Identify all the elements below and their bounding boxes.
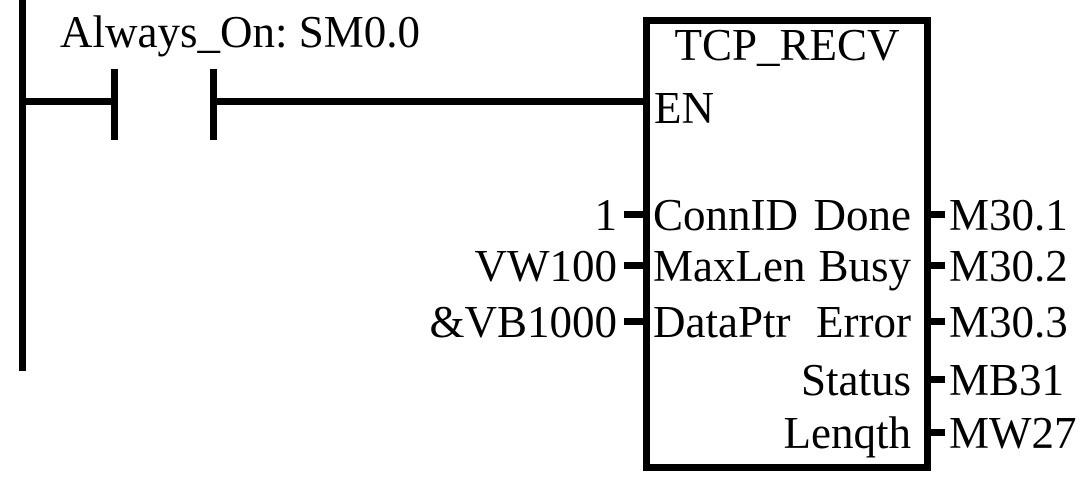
output-value-error[interactable]: M30.3: [949, 297, 1068, 347]
output-stub-status: [924, 376, 945, 383]
input-value-connid[interactable]: 1: [594, 190, 618, 240]
contact-left-bar: [111, 69, 118, 140]
output-param-status: Status: [800, 355, 911, 405]
output-param-lenqth: Lenqth: [783, 408, 911, 458]
rung-wire-left: [19, 98, 111, 105]
output-stub-done: [924, 211, 945, 218]
output-param-done: Done: [813, 190, 911, 240]
output-param-error: Error: [816, 297, 911, 347]
output-stub-error: [924, 318, 945, 325]
block-title: TCP_RECV: [674, 20, 900, 70]
contact-right-bar: [210, 69, 217, 140]
input-stub-maxlen: [624, 262, 644, 269]
input-stub-dataptr: [624, 318, 644, 325]
output-value-status[interactable]: MB31: [949, 355, 1065, 405]
input-param-maxlen: MaxLen: [653, 241, 806, 291]
input-value-dataptr[interactable]: &VB1000: [429, 297, 617, 347]
output-param-busy: Busy: [818, 241, 911, 291]
block-en-label: EN: [654, 83, 714, 133]
input-stub-connid: [624, 211, 644, 218]
output-stub-lenqth: [924, 429, 945, 436]
output-stub-busy: [924, 262, 945, 269]
contact-label[interactable]: Always_On: SM0.0: [60, 7, 421, 57]
input-param-dataptr: DataPtr: [653, 297, 791, 347]
output-value-done[interactable]: M30.1: [949, 190, 1068, 240]
power-rail: [19, 0, 26, 371]
output-value-lenqth[interactable]: MW27: [949, 408, 1077, 458]
rung-wire-right: [217, 98, 643, 105]
input-value-maxlen[interactable]: VW100: [474, 241, 617, 291]
output-value-busy[interactable]: M30.2: [949, 241, 1068, 291]
input-param-connid: ConnID: [653, 190, 798, 240]
tcp-recv-block[interactable]: [643, 17, 931, 471]
